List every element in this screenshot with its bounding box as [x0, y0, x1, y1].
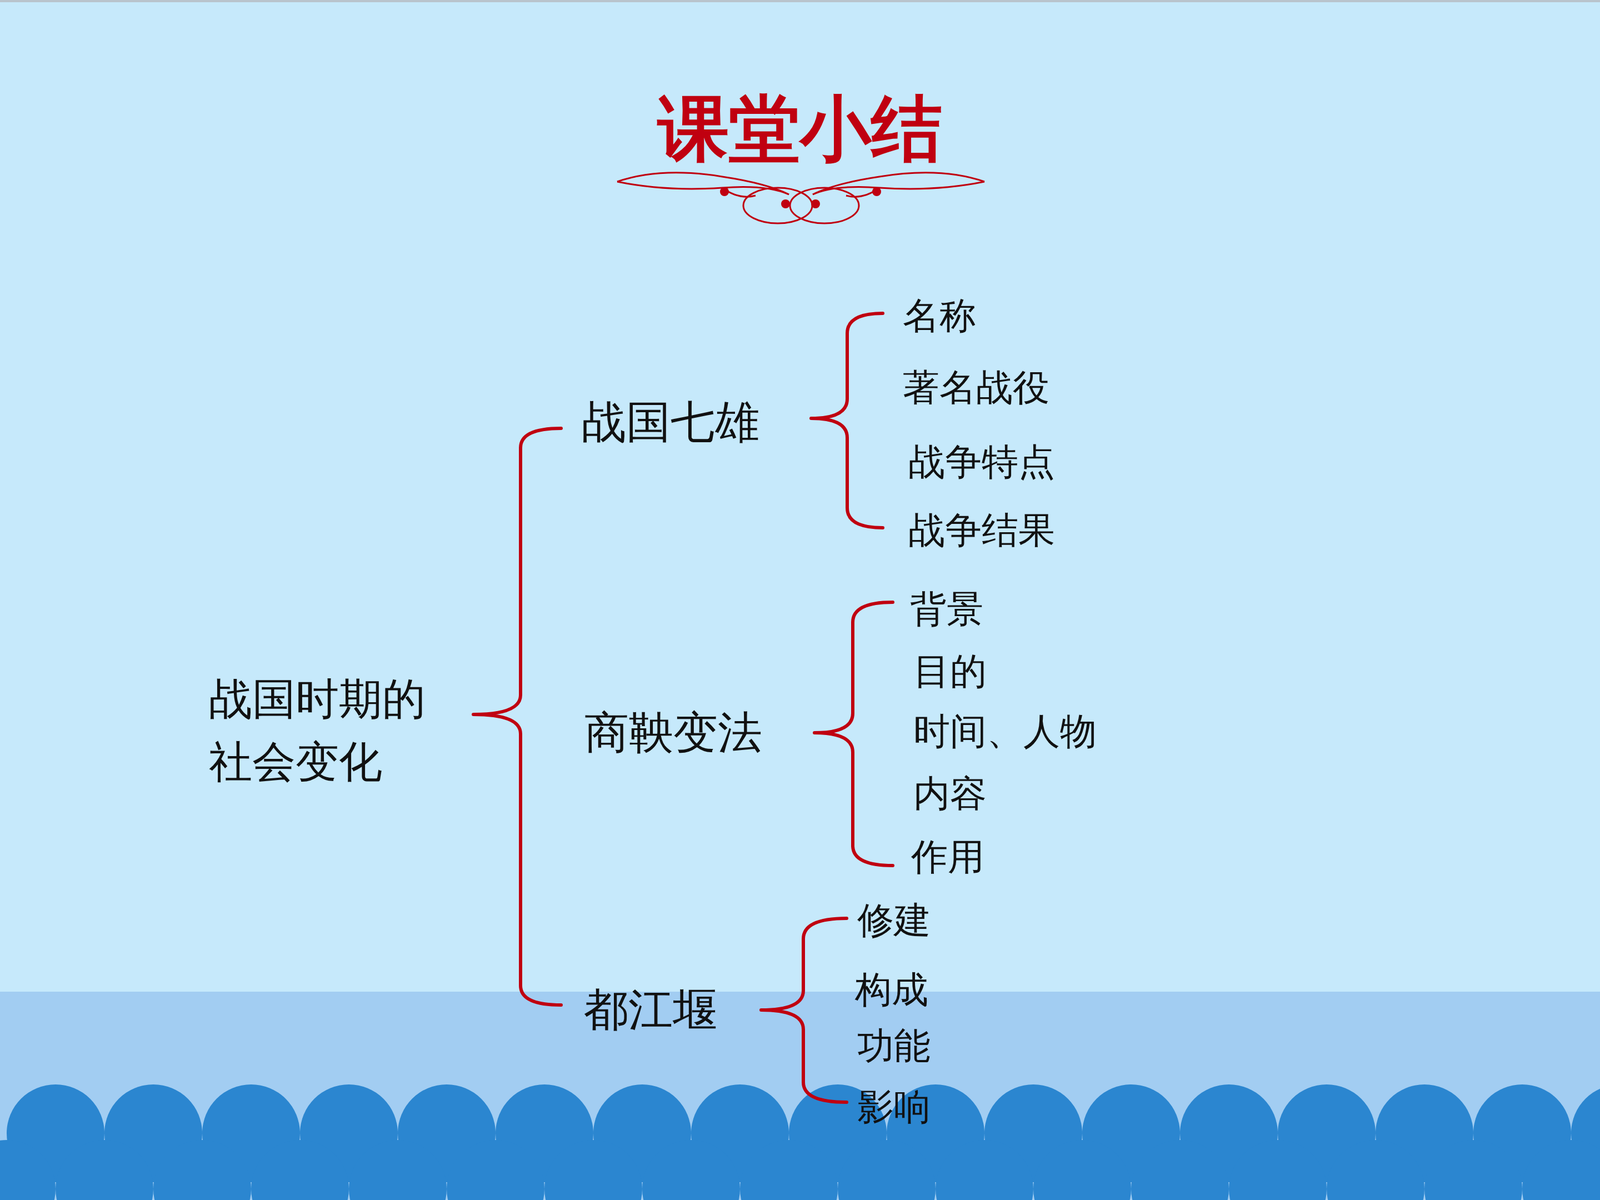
wave-scallop — [348, 1140, 447, 1200]
sub-bracket — [811, 313, 883, 528]
wave-scallop — [1522, 1140, 1600, 1200]
ornament-dot — [872, 187, 882, 197]
leaf-item: 构成 — [855, 967, 929, 1012]
ornament-loop — [743, 187, 813, 224]
ornament-dot — [720, 187, 729, 197]
wave-scallop — [153, 1140, 252, 1200]
leaf-item: 战争特点 — [908, 440, 1055, 484]
leaf-item: 背景 — [910, 587, 984, 632]
wave-scallop — [0, 1140, 56, 1200]
wave-scallop — [1131, 1140, 1229, 1200]
leaf-item: 功能 — [857, 1023, 931, 1068]
wave-scallop — [1228, 1140, 1327, 1200]
wave-scallop — [251, 1140, 349, 1200]
wave-scallop — [1424, 1140, 1523, 1200]
ornament-wing — [617, 172, 789, 195]
top-edge — [0, 0, 1600, 3]
branch-topic: 商鞅变法 — [584, 706, 763, 760]
wave-scallop — [544, 1140, 643, 1200]
sub-bracket — [761, 918, 847, 1103]
sub-bracket — [814, 602, 893, 866]
wave-scallop — [935, 1140, 1034, 1200]
wave-scallop — [740, 1140, 838, 1200]
root-topic: 战国时期的社会变化 — [208, 667, 430, 794]
ornament-dot — [781, 199, 790, 209]
slide-title: 课堂小结 — [657, 90, 943, 169]
ornament-dots — [720, 187, 882, 209]
branch-topic: 战国七雄 — [581, 395, 760, 449]
wave-scallops — [0, 1084, 1600, 1200]
leaf-item: 目的 — [913, 649, 987, 694]
leaf-item: 作用 — [911, 835, 985, 879]
leaf-item: 影响 — [857, 1085, 931, 1129]
leaf-item: 著名战役 — [902, 365, 1050, 410]
wave-scallop — [55, 1140, 154, 1200]
ornament-wing — [812, 181, 985, 195]
leaf-item: 战争结果 — [908, 508, 1055, 553]
title-ornament — [617, 172, 985, 224]
wave-scallop — [1033, 1140, 1132, 1200]
main-bracket — [473, 428, 562, 1005]
ornament-dot — [811, 199, 820, 209]
leaf-item: 修建 — [857, 898, 931, 943]
leaf-item: 名称 — [902, 293, 977, 338]
leaf-item: 内容 — [913, 771, 987, 816]
wave-scallop — [446, 1140, 545, 1200]
ornament-loop — [790, 187, 859, 224]
wave-scallop — [837, 1140, 936, 1200]
wave-scallop — [1326, 1140, 1425, 1200]
ornament-wing — [812, 172, 985, 195]
brackets — [473, 313, 893, 1103]
leaf-item: 时间、人物 — [913, 709, 1097, 754]
branch-topic: 都江堰 — [583, 983, 718, 1037]
ornament-wing — [617, 181, 789, 195]
wave-scallop — [642, 1140, 740, 1200]
